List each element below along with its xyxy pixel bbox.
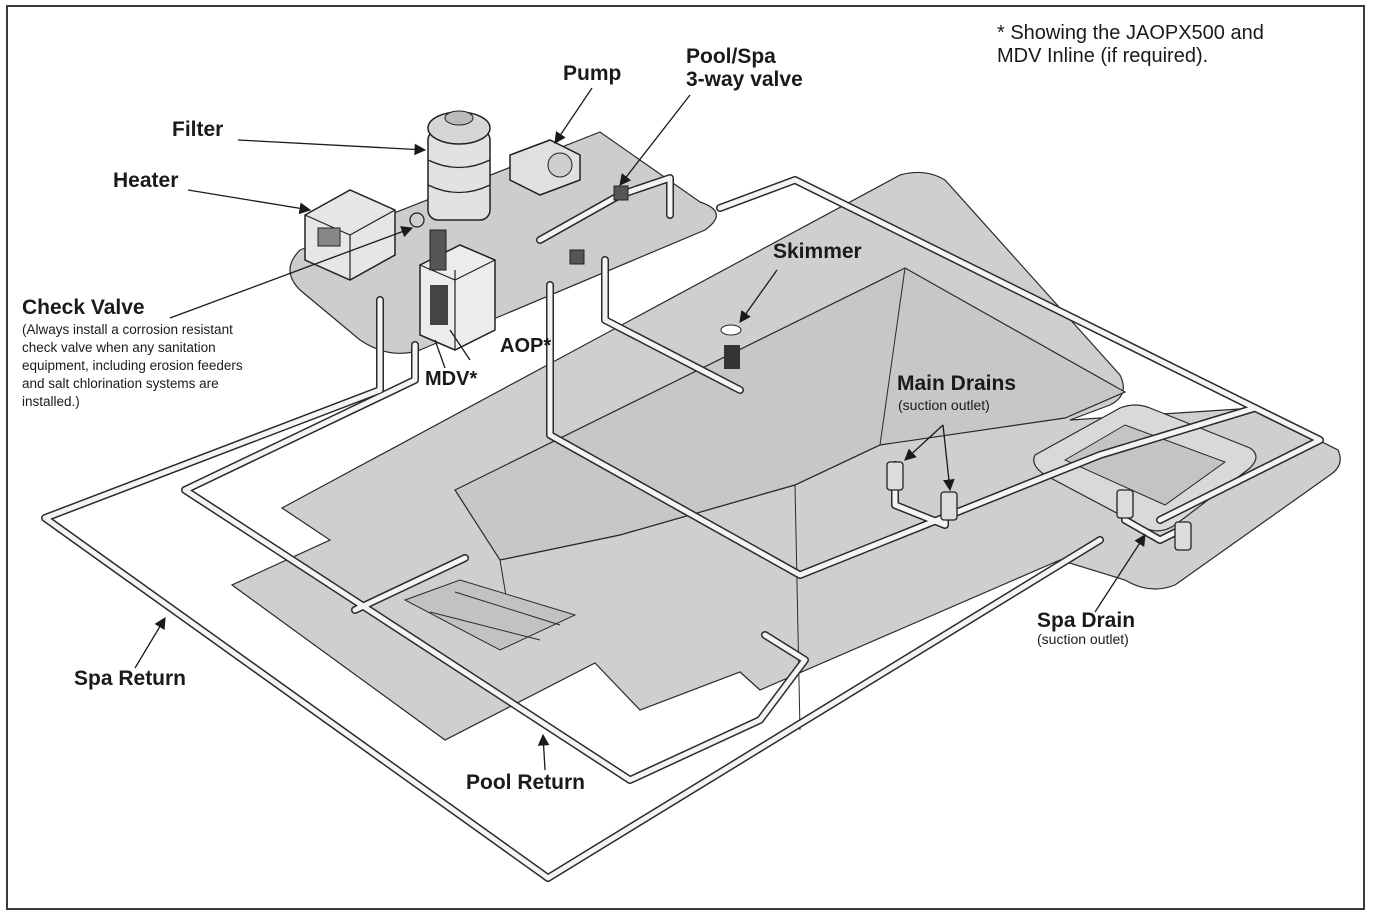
leader-arrows: [134, 87, 1146, 771]
main-drain-units: [886, 461, 958, 521]
filter-unit: [427, 110, 491, 221]
spa-drain-label: Spa Drain: [1037, 609, 1136, 632]
spa-drain-units: [1116, 489, 1192, 551]
spa-return-label: Spa Return: [74, 667, 187, 690]
check-valve-note-line: and salt chlorination systems are: [22, 376, 219, 391]
heater-unit: [304, 189, 396, 281]
aop-unit: [419, 244, 496, 351]
diagram-note: * Showing the JAOPX500 and MDV Inline (i…: [997, 22, 1264, 68]
check-valve-note-line: check valve when any sanitation: [22, 340, 216, 355]
note-line-1: * Showing the JAOPX500 and: [997, 22, 1264, 44]
note-line-2: MDV Inline (if required).: [997, 45, 1209, 67]
pool-spa-label-line-2: 3-way valve: [686, 68, 803, 91]
check-valve-label: Check Valve: [22, 296, 145, 319]
check-valve-note-line: installed.): [22, 394, 80, 409]
skimmer-unit: [720, 324, 742, 369]
skimmer-label: Skimmer: [773, 240, 862, 263]
pool-steps: [403, 579, 577, 651]
pool-spa-label-line-1: Pool/Spa: [686, 45, 776, 68]
pump-label: Pump: [563, 62, 622, 85]
equipment-pad: [289, 131, 717, 354]
heater-label: Heater: [113, 169, 179, 192]
pool-return-label: Pool Return: [466, 771, 585, 794]
check-valve-note: (Always install a corrosion resistant ch…: [22, 321, 243, 411]
aop-label: AOP*: [500, 335, 552, 357]
check-valve-unit: [409, 212, 425, 228]
filter-label: Filter: [172, 118, 224, 141]
pool-spa-valve-label: Pool/Spa 3-way valve: [686, 45, 803, 91]
pump-unit: [509, 139, 581, 196]
main-drains-label: Main Drains: [897, 372, 1017, 395]
diagram-frame: [6, 5, 1365, 910]
check-valve-note-line: (Always install a corrosion resistant: [22, 322, 233, 337]
three-way-valve: [569, 185, 629, 265]
main-drains-sub-label: (suction outlet): [898, 397, 990, 413]
mdv-unit: [429, 229, 447, 271]
mdv-label: MDV*: [425, 368, 478, 390]
check-valve-note-line: equipment, including erosion feeders: [22, 358, 243, 373]
spa-drain-sub-label: (suction outlet): [1037, 631, 1129, 647]
pipes: [41, 174, 1324, 882]
